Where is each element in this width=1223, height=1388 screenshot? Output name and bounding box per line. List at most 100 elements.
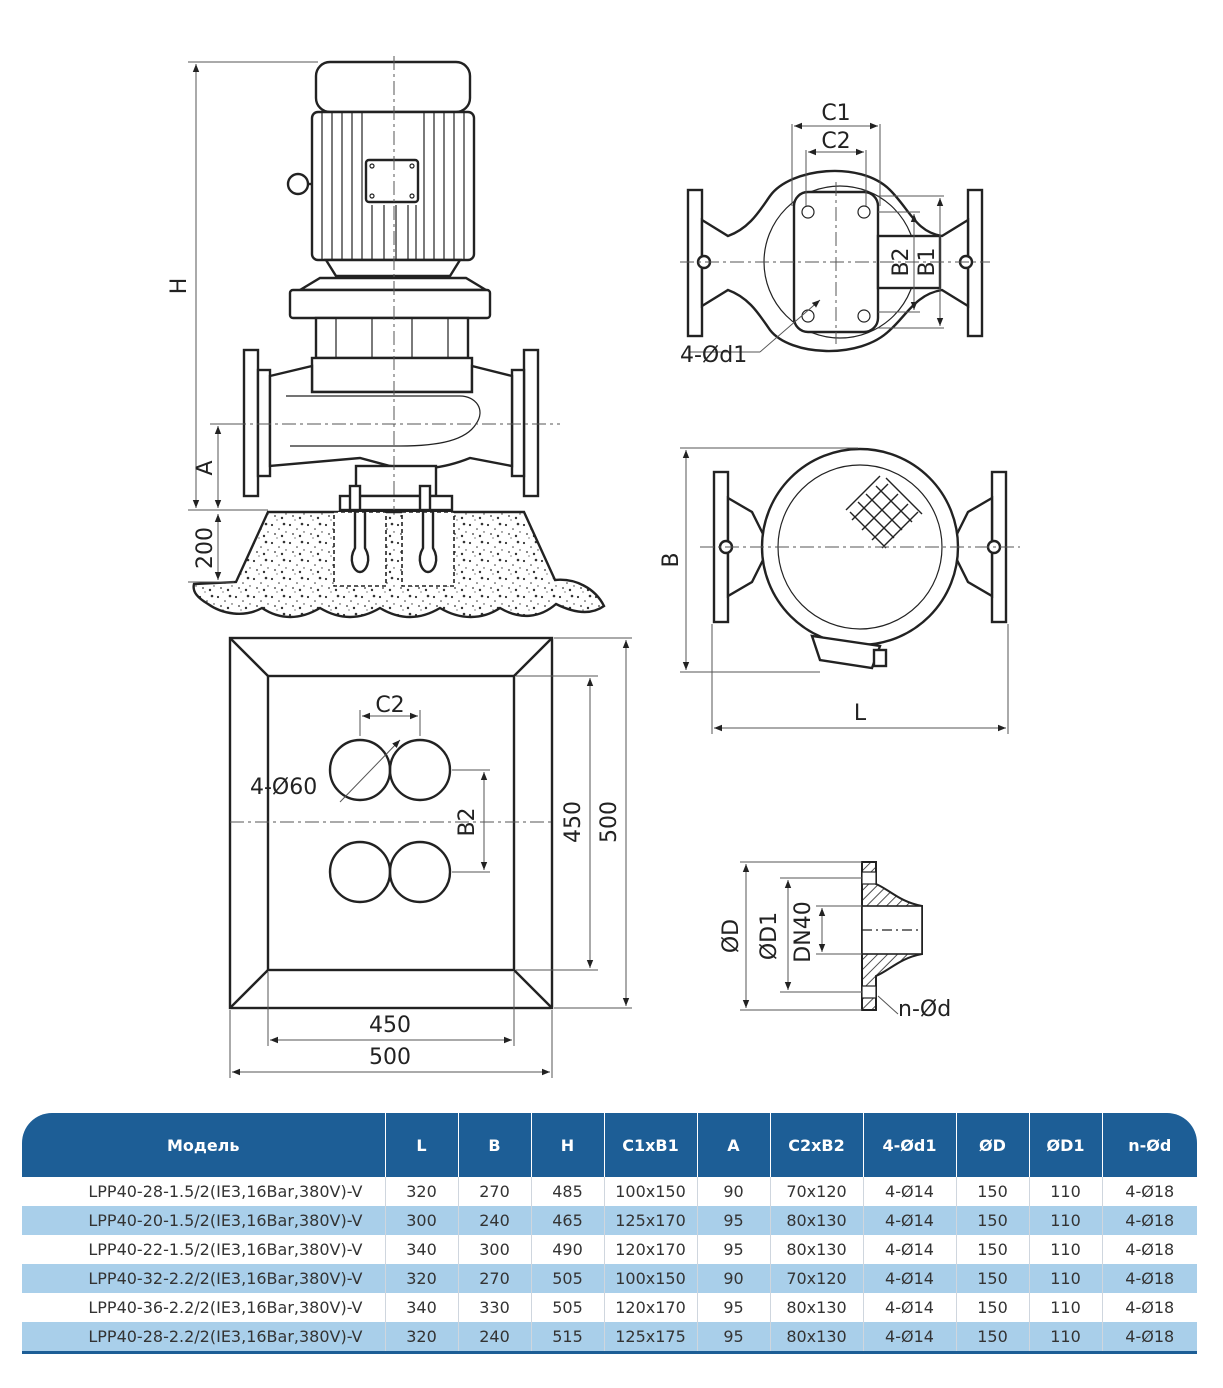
dim-500-vertical-label: 500 — [597, 801, 622, 843]
front-view-dimensions: H A 200 — [167, 61, 318, 583]
cell-4-d1: 4-Ø14 — [863, 1177, 957, 1206]
anchor-holes-label: 4-Ø60 — [250, 775, 317, 800]
cell-4-d1: 4-Ø14 — [863, 1322, 957, 1354]
cell-D1: 110 — [1029, 1264, 1103, 1293]
cell-C1xB1: 120x170 — [604, 1235, 698, 1264]
header-4-d1: 4-Ød1 — [863, 1113, 957, 1177]
cell-D: 150 — [956, 1264, 1030, 1293]
mesh-grid — [845, 475, 923, 549]
cell-D1: 110 — [1029, 1235, 1103, 1264]
anchor-hole — [388, 738, 452, 802]
header-A: A — [697, 1113, 771, 1177]
cell-A: 90 — [697, 1177, 771, 1206]
header-D1: ØD1 — [1029, 1113, 1103, 1177]
cell-H: 485 — [531, 1177, 605, 1206]
technical-drawing: H A 200 C1 C2 B2 B1 4-Ød1 — [167, 56, 1020, 1078]
cell-H: 505 — [531, 1264, 605, 1293]
dim-B2-top-label: B2 — [889, 247, 914, 276]
dim-B-label: B — [659, 552, 684, 567]
header-C1xB1: C1xB1 — [604, 1113, 698, 1177]
table-header-row: Модель L B H C1xB1 A C2xB2 4-Ød1 ØD ØD1 … — [22, 1113, 1197, 1177]
cell-D: 150 — [956, 1293, 1030, 1322]
top-view-dimensions: C1 C2 B2 B1 4-Ød1 — [680, 101, 944, 368]
header-B: B — [458, 1113, 532, 1177]
terminal-box — [364, 158, 420, 204]
cell-n-d: 4-Ø18 — [1102, 1206, 1197, 1235]
cell-C2xB2: 80x130 — [770, 1235, 864, 1264]
cell-L: 320 — [385, 1264, 459, 1293]
dim-C1-label: C1 — [821, 101, 850, 126]
dim-DN-label: DN40 — [791, 901, 816, 962]
cell-A: 95 — [697, 1206, 771, 1235]
header-H: H — [531, 1113, 605, 1177]
spec-table: Модель L B H C1xB1 A C2xB2 4-Ød1 ØD ØD1 … — [22, 1113, 1197, 1354]
cell-4-d1: 4-Ø14 — [863, 1235, 957, 1264]
cell-B: 270 — [458, 1177, 532, 1206]
dim-450-horizontal-label: 450 — [369, 1013, 411, 1038]
pump-front-view — [232, 56, 560, 512]
foundation-base-plate — [228, 636, 554, 1010]
dim-A-label: A — [193, 460, 218, 475]
flange-holes-label: n-Ød — [898, 997, 951, 1022]
plan-view-dimensions: B L — [659, 447, 1009, 734]
cell-n-d: 4-Ø18 — [1125, 1298, 1175, 1317]
cell-B: 300 — [458, 1235, 532, 1264]
cell-A: 90 — [697, 1264, 771, 1293]
cell-A: 95 — [697, 1322, 771, 1354]
cell-B: 270 — [458, 1264, 532, 1293]
cell-D1: 110 — [1029, 1177, 1103, 1206]
cell-n-d: 4-Ø18 — [1125, 1182, 1175, 1201]
dim-B2-base-label: B2 — [455, 807, 480, 836]
base-plate-dimensions: C2 4-Ø60 B2 450 500 450 500 — [229, 637, 632, 1078]
dim-450-vertical-label: 450 — [561, 801, 586, 843]
dim-H-label: H — [167, 278, 192, 295]
dim-B1-top-label: B1 — [915, 247, 940, 276]
flange-section — [861, 861, 923, 1011]
cell-C1xB1: 125x170 — [604, 1206, 698, 1235]
cell-C2xB2: 80x130 — [770, 1293, 864, 1322]
cell-n-d: 4-Ø18 — [1102, 1264, 1197, 1293]
header-model: Модель — [22, 1113, 386, 1177]
header-n-d: n-Ød — [1102, 1113, 1197, 1177]
pump-plan-view — [700, 447, 1020, 670]
cell-4-d1: 4-Ø14 — [863, 1293, 957, 1322]
cell-n-d: 4-Ø18 — [1102, 1322, 1197, 1354]
concrete-foundation — [192, 510, 606, 619]
cell-D: 150 — [956, 1177, 1030, 1206]
pump-top-view — [680, 169, 990, 353]
cell-model: LPP40-36-2.2/2(IE3,16Bar,380V)-V — [22, 1293, 386, 1322]
motor-holes-label: 4-Ød1 — [680, 343, 747, 368]
cell-D1: 110 — [1029, 1293, 1103, 1322]
cell-model: LPP40-28-1.5/2(IE3,16Bar,380V)-V — [22, 1177, 386, 1206]
cell-C1xB1: 125x175 — [604, 1322, 698, 1354]
dim-500-horizontal-label: 500 — [369, 1045, 411, 1070]
cell-C1xB1: 100x150 — [604, 1264, 698, 1293]
dim-C2-top-label: C2 — [821, 129, 850, 154]
cell-A: 95 — [697, 1235, 771, 1264]
header-D: ØD — [956, 1113, 1030, 1177]
outlet-flange — [522, 348, 540, 498]
cell-D: 150 — [956, 1322, 1030, 1354]
cell-model: LPP40-28-2.2/2(IE3,16Bar,380V)-V — [22, 1322, 386, 1354]
header-L: L — [385, 1113, 459, 1177]
lifting-eye — [286, 172, 310, 196]
cell-L: 340 — [385, 1235, 459, 1264]
cell-D: 150 — [956, 1235, 1030, 1264]
dim-C2-base-label: C2 — [375, 693, 404, 718]
cell-model: LPP40-22-1.5/2(IE3,16Bar,380V)-V — [22, 1235, 386, 1264]
cell-C2xB2: 80x130 — [770, 1322, 864, 1354]
cell-A: 95 — [697, 1293, 771, 1322]
cell-D: 150 — [956, 1206, 1030, 1235]
cell-B: 240 — [458, 1206, 532, 1235]
cell-D1: 110 — [1029, 1206, 1103, 1235]
cell-B: 240 — [458, 1322, 532, 1354]
cell-D1: 110 — [1029, 1322, 1103, 1354]
flange-dimensions: ØD ØD1 DN40 n-Ød — [719, 861, 951, 1022]
cell-C1xB1: 120x170 — [604, 1293, 698, 1322]
cell-H: 465 — [531, 1206, 605, 1235]
